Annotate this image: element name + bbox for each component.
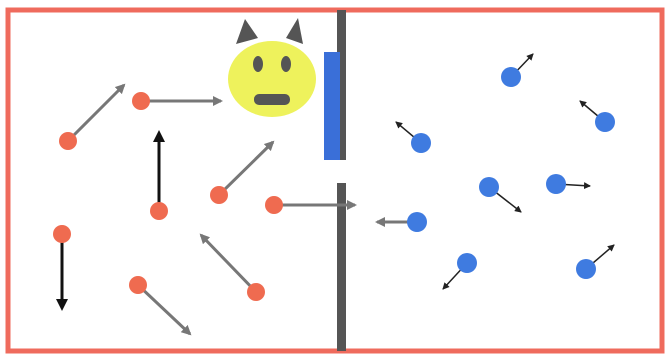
hot-molecule xyxy=(129,276,192,336)
cold-molecule xyxy=(576,244,615,279)
molecule-icon xyxy=(132,92,150,110)
molecule-icon xyxy=(457,253,477,273)
hot-molecule xyxy=(53,225,71,311)
demon-right-eye xyxy=(281,56,291,72)
cold-molecule xyxy=(442,253,477,290)
demon-left-horn xyxy=(236,19,258,44)
molecule-icon xyxy=(546,174,566,194)
hot-molecule xyxy=(150,130,168,220)
divider-lower xyxy=(337,183,346,351)
cold-molecule xyxy=(546,174,591,194)
hot-molecule xyxy=(265,196,357,214)
molecule-icon xyxy=(479,177,499,197)
divider-wall xyxy=(337,10,346,351)
cold-molecule xyxy=(375,212,427,232)
hot-molecule xyxy=(199,233,265,301)
demon-left-eye xyxy=(253,56,263,72)
molecule-icon xyxy=(595,112,615,132)
molecule-icon xyxy=(53,225,71,243)
molecule-icon xyxy=(407,212,427,232)
cold-molecule xyxy=(479,177,522,213)
molecule-icon xyxy=(210,186,228,204)
molecule-icon xyxy=(265,196,283,214)
cold-molecule xyxy=(501,53,534,87)
velocity-arrow xyxy=(217,140,275,197)
molecule-icon xyxy=(411,133,431,153)
molecule-icon xyxy=(59,132,77,150)
left-chamber-hot xyxy=(53,83,357,336)
hot-molecule xyxy=(59,83,126,150)
demon-face-icon xyxy=(228,18,316,117)
hot-molecule xyxy=(132,92,223,110)
cold-molecule xyxy=(395,121,431,153)
molecule-icon xyxy=(501,67,521,87)
molecule-icon xyxy=(129,276,147,294)
demon-right-horn xyxy=(286,18,303,44)
divider-upper xyxy=(337,10,346,160)
hot-molecule xyxy=(210,140,275,204)
cold-molecule xyxy=(579,100,615,132)
velocity-arrow xyxy=(199,233,258,294)
molecule-icon xyxy=(150,202,168,220)
velocity-arrow xyxy=(66,83,126,143)
molecule-icon xyxy=(576,259,596,279)
demon-head xyxy=(228,41,316,117)
molecule-icon xyxy=(247,283,265,301)
demon-mouth xyxy=(254,94,290,105)
velocity-arrow xyxy=(136,283,192,336)
right-chamber-cold xyxy=(375,53,615,290)
door-icon xyxy=(324,52,340,160)
